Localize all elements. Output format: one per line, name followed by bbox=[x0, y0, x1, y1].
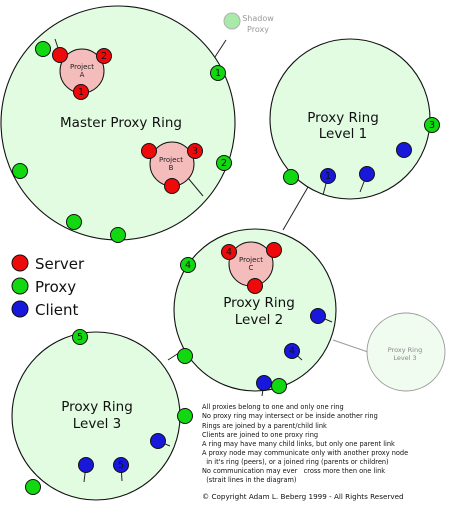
server-node bbox=[96, 48, 112, 64]
proxy-node bbox=[12, 163, 28, 179]
note-line: All proxies belong to one and only one r… bbox=[202, 403, 344, 411]
spoke-proj-b-ring bbox=[187, 177, 204, 197]
proxy-node bbox=[177, 348, 193, 364]
node-number-2: 2 bbox=[221, 158, 227, 169]
copyright-notice: © Copyright Adam L. Beberg 1999 - All Ri… bbox=[202, 492, 404, 501]
server-node bbox=[266, 242, 282, 258]
link-level2-level3-ghost bbox=[332, 339, 369, 353]
note-line: No proxy ring may intersect or be inside… bbox=[202, 412, 378, 420]
note-line: Rings are joined by a parent/child link bbox=[202, 422, 327, 430]
level3-ring-label-1: Proxy Ring bbox=[61, 399, 133, 415]
level3-ghost-label-2: Level 3 bbox=[393, 354, 416, 362]
note-line: Clients are joined to one proxy ring bbox=[202, 431, 318, 439]
proxy-node bbox=[35, 41, 51, 57]
legend: Server Proxy Client bbox=[11, 254, 85, 319]
rules-notes: All proxies belong to one and only one r… bbox=[202, 403, 408, 484]
server-node bbox=[52, 47, 68, 63]
legend-server-label: Server bbox=[35, 255, 85, 273]
proxy-node bbox=[177, 408, 193, 424]
link-level1-level2 bbox=[282, 186, 309, 231]
project-a-label-2: A bbox=[80, 71, 85, 79]
master-ring-label: Master Proxy Ring bbox=[60, 115, 182, 131]
level3-ring-label-2: Level 3 bbox=[73, 416, 122, 432]
client-node bbox=[78, 457, 94, 473]
legend-client-swatch bbox=[11, 300, 29, 318]
legend-proxy-swatch bbox=[11, 277, 29, 295]
shadow-proxy-node bbox=[223, 12, 241, 30]
legend-proxy-label: Proxy bbox=[35, 278, 76, 296]
server-node bbox=[187, 143, 203, 159]
project-b-label-2: B bbox=[169, 164, 174, 172]
client-node bbox=[284, 343, 300, 359]
note-line: No communication may ever cross more the… bbox=[202, 467, 385, 475]
proxy-node bbox=[25, 479, 41, 495]
legend-server-swatch bbox=[11, 254, 29, 272]
node-number-1: 1 bbox=[325, 171, 331, 182]
project-c-label-2: C bbox=[249, 264, 254, 272]
server-node bbox=[164, 178, 180, 194]
server-node bbox=[73, 84, 89, 100]
client-node bbox=[113, 457, 129, 473]
server-node bbox=[247, 278, 263, 294]
level1-ring-label-2: Level 1 bbox=[319, 126, 368, 142]
level3-ghost-label-1: Proxy Ring bbox=[388, 346, 422, 354]
proxy-node bbox=[180, 257, 196, 273]
node-number-5: 5 bbox=[118, 460, 124, 471]
server-node bbox=[221, 244, 237, 260]
node-number-4: 4 bbox=[289, 346, 295, 357]
shadow-proxy-label-2: Proxy bbox=[247, 25, 269, 34]
node-number-4: 4 bbox=[185, 260, 191, 271]
client-node bbox=[150, 433, 166, 449]
client-node bbox=[359, 166, 375, 182]
proxy-node bbox=[283, 169, 299, 185]
node-number-1: 1 bbox=[78, 87, 84, 98]
client-node bbox=[310, 308, 326, 324]
client-node bbox=[396, 142, 412, 158]
note-line: in it's ring (peers), or a joined ring (… bbox=[202, 458, 389, 466]
level2-ring-label-2: Level 2 bbox=[235, 312, 284, 328]
level2-ring-label-1: Proxy Ring bbox=[223, 295, 295, 311]
proxy-node bbox=[72, 329, 88, 345]
node-number-2: 2 bbox=[101, 51, 107, 62]
project-a-label-1: Project bbox=[70, 63, 94, 71]
proxy-node bbox=[424, 117, 440, 133]
node-number-3: 3 bbox=[192, 146, 198, 157]
project-b-label-1: Project bbox=[159, 156, 183, 164]
proxy-ring-level-3-ghost bbox=[366, 312, 446, 392]
note-line: A ring may have many child links, but on… bbox=[202, 440, 395, 448]
node-number-5: 5 bbox=[77, 332, 83, 343]
note-line: A proxy node may communicate only with a… bbox=[202, 449, 408, 457]
node-number-1: 1 bbox=[215, 68, 221, 79]
legend-client-label: Client bbox=[35, 301, 79, 319]
proxy-node bbox=[271, 378, 287, 394]
client-node bbox=[320, 168, 336, 184]
note-line: (strait lines in the diagram) bbox=[202, 476, 297, 484]
node-number-4: 4 bbox=[226, 247, 232, 258]
shadow-proxy-label-1: Shadow bbox=[242, 14, 274, 23]
level1-ring-label-1: Proxy Ring bbox=[307, 110, 379, 126]
project-c-label-1: Project bbox=[239, 256, 263, 264]
client-node bbox=[256, 375, 272, 391]
proxy-node bbox=[66, 214, 82, 230]
proxy-node bbox=[216, 155, 232, 171]
link-master-level1 bbox=[212, 39, 227, 61]
proxy-node bbox=[210, 65, 226, 81]
proxy-node bbox=[110, 227, 126, 243]
server-node bbox=[141, 143, 157, 159]
node-number-3: 3 bbox=[429, 120, 435, 131]
